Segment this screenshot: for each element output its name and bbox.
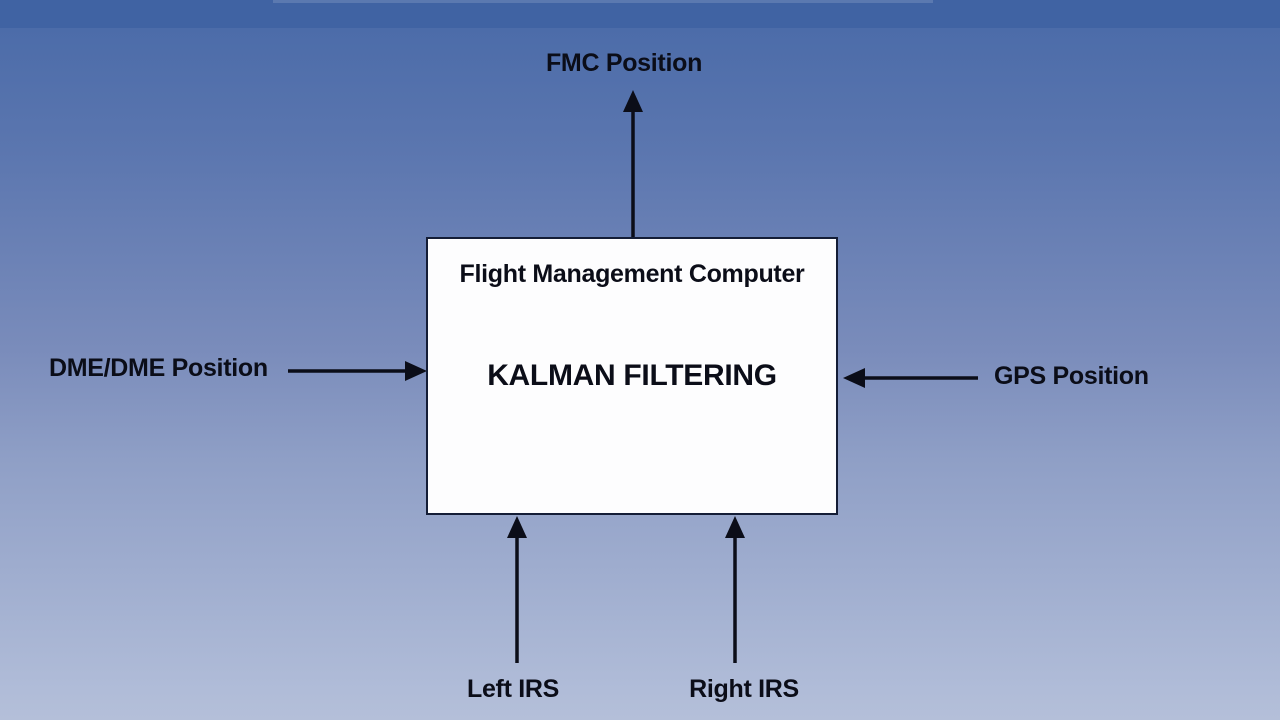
arrow-fmc-to-fmc-position [623, 90, 643, 237]
arrow-right-irs-to-fmc [725, 516, 745, 663]
label-dme-dme-position: DME/DME Position [49, 354, 268, 382]
label-left-irs: Left IRS [466, 675, 560, 703]
fmc-box-title: Flight Management Computer [459, 260, 805, 288]
label-gps-position: GPS Position [994, 362, 1149, 390]
top-edge-highlight [273, 0, 933, 3]
kalman-filtering-label: KALMAN FILTERING [487, 359, 777, 392]
fmc-box: Flight Management Computer KALMAN FILTER… [426, 237, 838, 515]
arrow-left-irs-to-fmc [507, 516, 527, 663]
label-fmc-position: FMC Position [545, 49, 703, 77]
arrow-gps-to-fmc [843, 368, 978, 388]
label-right-irs: Right IRS [689, 675, 799, 703]
arrow-dme-to-fmc [288, 361, 427, 381]
top-edge-band [0, 0, 1280, 28]
